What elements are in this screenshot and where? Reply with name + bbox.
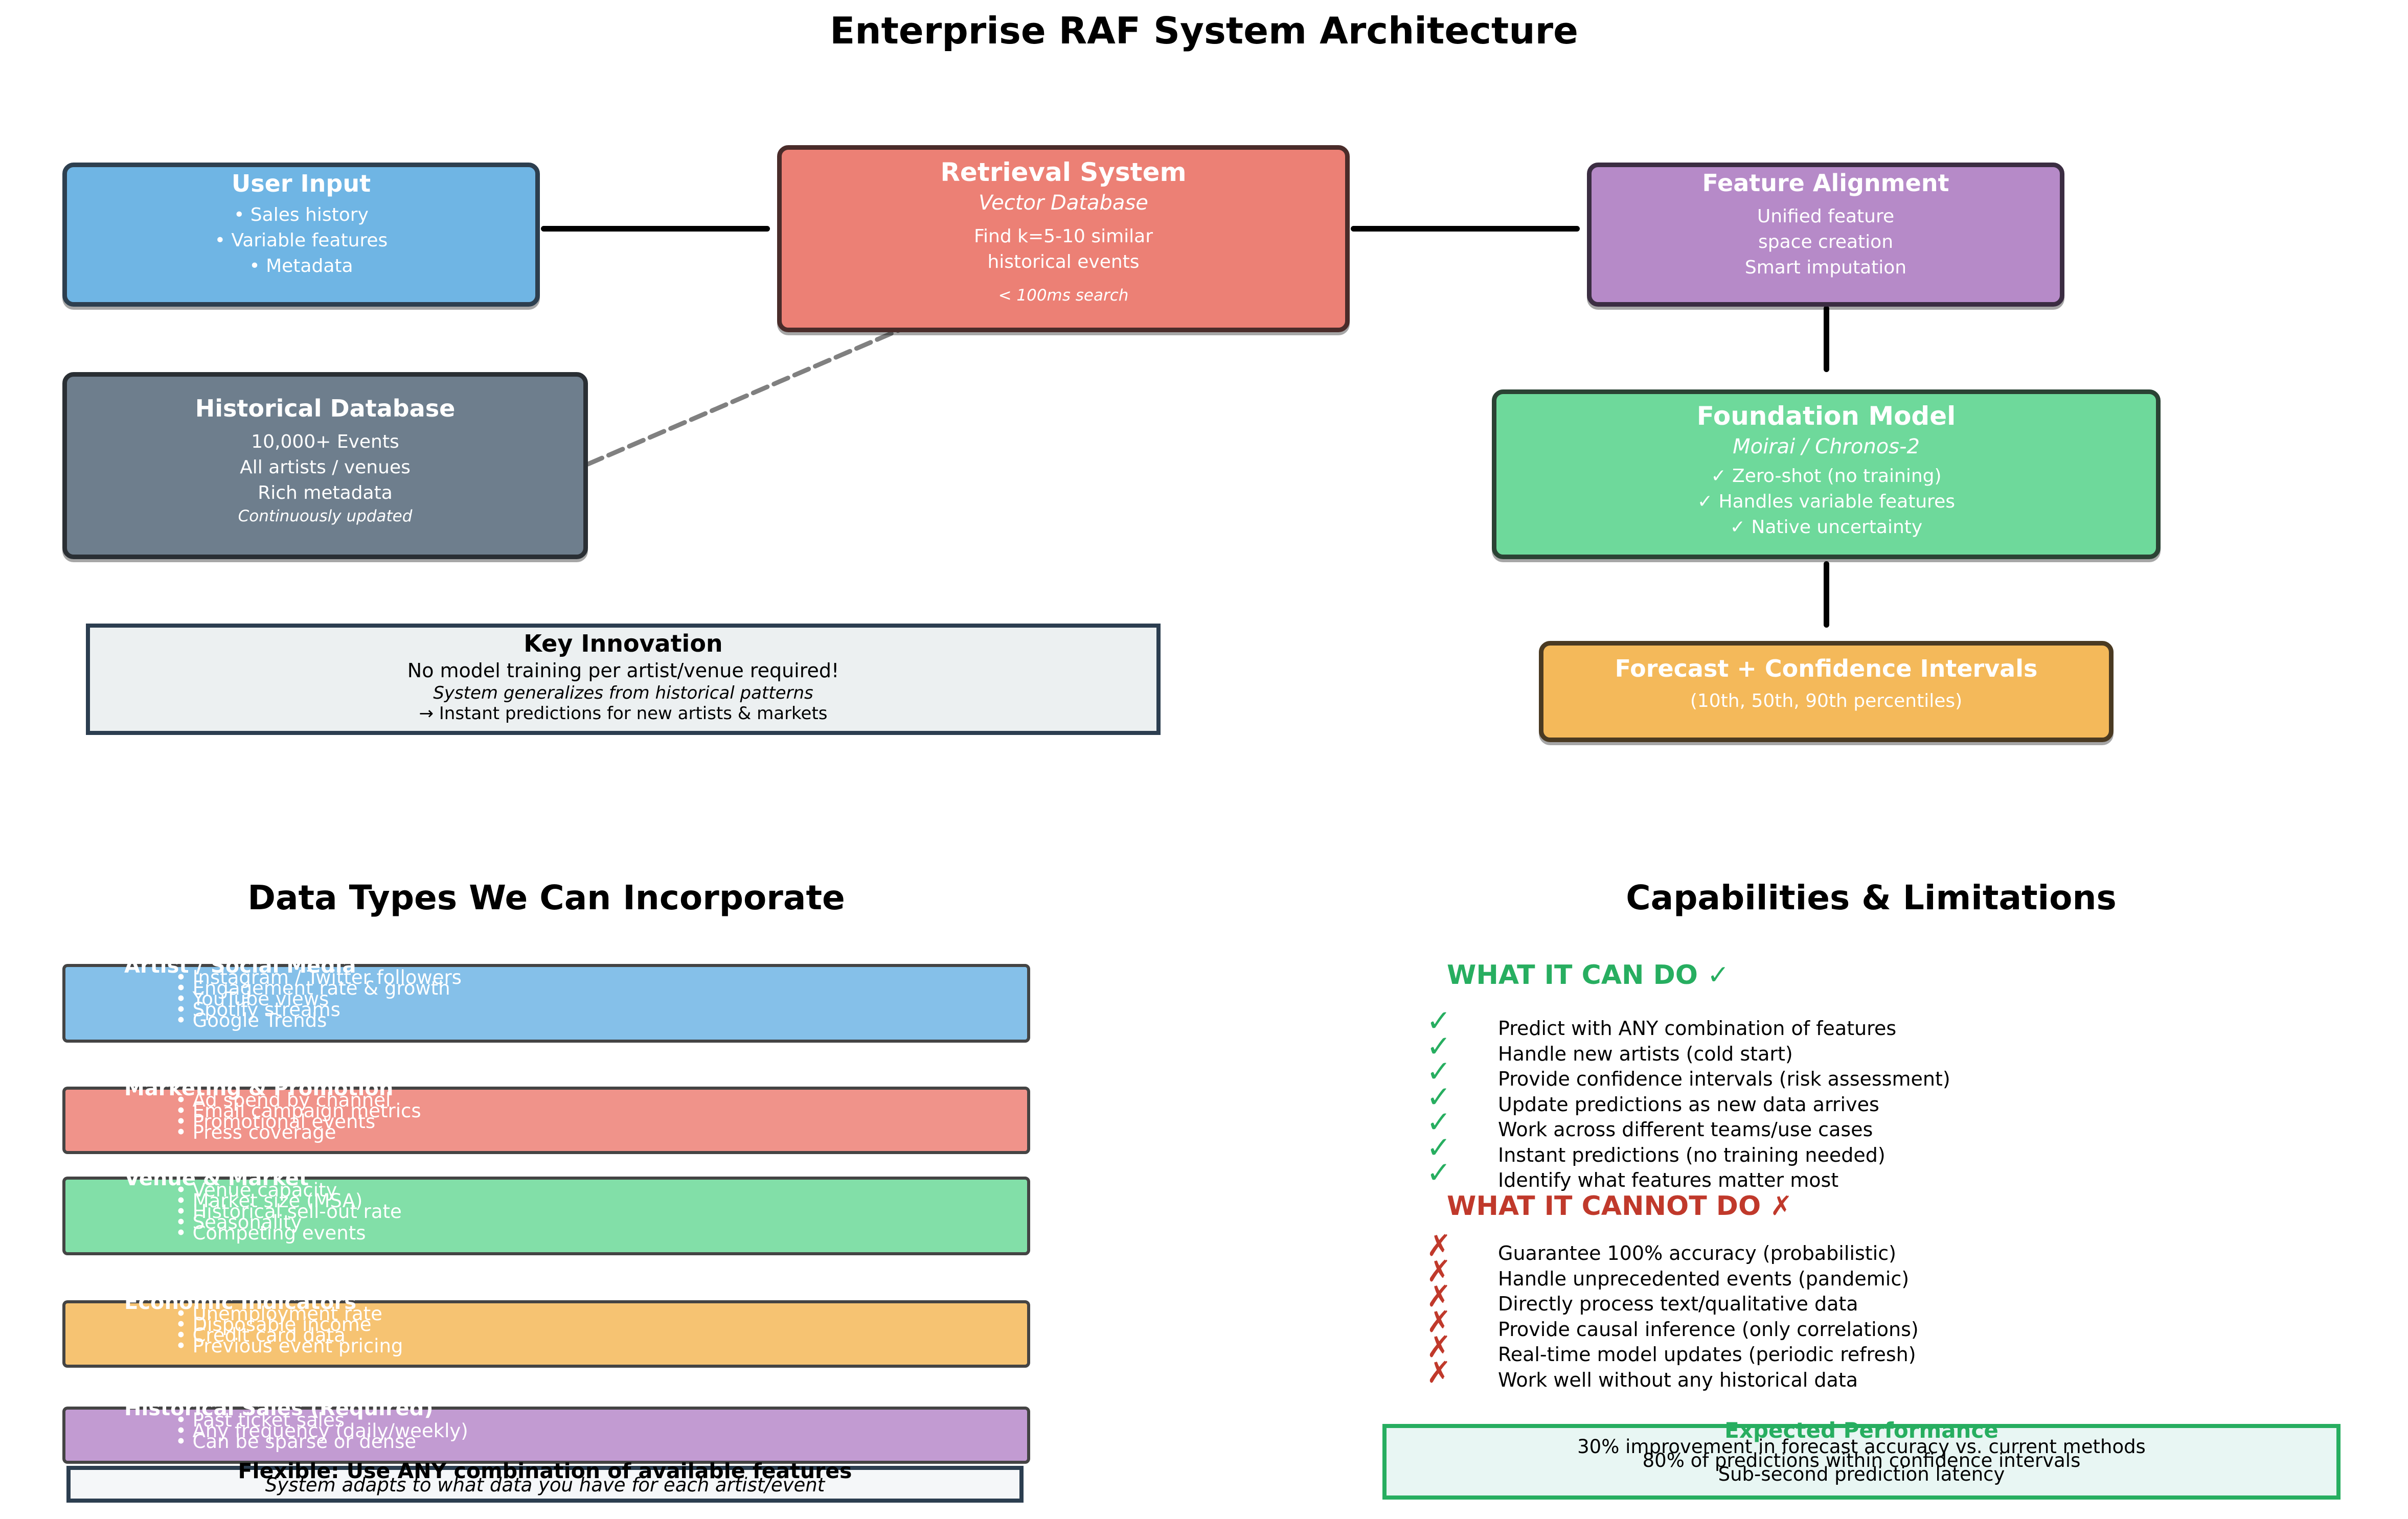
historical-database-line: Rich metadata (258, 482, 393, 503)
cross-icon: ✗ (1426, 1279, 1451, 1314)
cannot-do-text: Handle unprecedented events (pandemic) (1498, 1267, 1910, 1290)
retrieval-system-title: Retrieval System (940, 157, 1187, 187)
data-type-group-title: Historical Sales (Required) (124, 1397, 434, 1420)
connector-alignment-to-model (1824, 306, 1829, 372)
performance-line: 30% improvement in forecast accuracy vs.… (1577, 1436, 2146, 1458)
connector-model-to-forecast (1824, 561, 1829, 628)
data-type-group: Artist / Social Media • Instagram / Twit… (62, 956, 1030, 1043)
can-do-text: Handle new artists (cold start) (1498, 1042, 1793, 1065)
check-icon: ✓ (1426, 1155, 1451, 1190)
historical-database-note: Continuously updated (238, 507, 413, 525)
historical-database-title: Historical Database (195, 395, 456, 422)
cannot-do-text: Work well without any historical data (1498, 1368, 1858, 1391)
foundation-model-line: ✓ Zero-shot (no training) (1711, 466, 1942, 487)
retrieval-system-box: Retrieval System Vector Database Find k=… (777, 145, 1350, 332)
feature-alignment-line: space creation (1758, 232, 1894, 252)
data-types-heading: Data Types We Can Incorporate (247, 878, 845, 917)
can-do-text: Predict with ANY combination of features (1498, 1017, 1897, 1040)
cannot-do-text: Directly process text/qualitative data (1498, 1293, 1858, 1315)
foundation-model-subtitle: Moirai / Chronos-2 (1733, 435, 1920, 458)
cross-icon: ✗ (1426, 1304, 1451, 1339)
data-type-item: • Can be sparse or dense (175, 1431, 417, 1453)
feature-alignment-box: Feature Alignment Unified feature space … (1587, 163, 2064, 307)
check-icon: ✓ (1426, 1079, 1451, 1114)
check-icon: ✓ (1426, 1028, 1451, 1064)
retrieval-system-subtitle: Vector Database (979, 191, 1148, 215)
flexible-box (66, 1466, 1024, 1503)
user-input-line: • Metadata (249, 256, 353, 277)
performance-line: 80% of predictions within confidence int… (1642, 1449, 2081, 1471)
connector-retrieval-to-alignment (1351, 226, 1580, 232)
flexible-subtitle: System adapts to what data you have for … (265, 1474, 825, 1496)
data-type-item: • Competing events (175, 1222, 366, 1244)
cross-icon: ✗ (1426, 1228, 1451, 1263)
can-do-heading: WHAT IT CAN DO ✓ (1447, 960, 1730, 991)
cannot-do-heading: WHAT IT CANNOT DO ✗ (1447, 1191, 1792, 1222)
data-type-group: Historical Sales (Required) • Past ticke… (62, 1398, 1030, 1464)
data-type-group-title: Economic Indicators (124, 1291, 357, 1314)
data-type-group-title: Marketing & Promotion (124, 1077, 394, 1100)
data-type-group: Marketing & Promotion • Ad spend by chan… (62, 1078, 1030, 1154)
feature-alignment-line: Unified feature (1757, 206, 1895, 227)
user-input-box: User Input • Sales history • Variable fe… (62, 163, 540, 307)
historical-database-box: Historical Database 10,000+ Events All a… (62, 372, 588, 559)
performance-line: Sub-second prediction latency (1718, 1463, 2005, 1485)
forecast-subtitle: (10th, 50th, 90th percentiles) (1690, 691, 1963, 711)
performance-box (1382, 1424, 2341, 1500)
cross-icon: ✗ (1426, 1253, 1451, 1288)
data-type-group-title: Artist / Social Media (124, 954, 356, 978)
data-type-item: • Press coverage (175, 1121, 336, 1143)
retrieval-system-line: historical events (987, 251, 1140, 272)
foundation-model-title: Foundation Model (1696, 401, 1956, 431)
check-icon: ✓ (1426, 1104, 1451, 1139)
key-innovation-line: No model training per artist/venue requi… (407, 659, 839, 682)
user-input-line: • Sales history (234, 204, 369, 225)
feature-alignment-line: Smart imputation (1744, 257, 1907, 278)
check-icon: ✓ (1426, 1003, 1451, 1038)
data-type-group: Economic Indicators • Unemployment rate … (62, 1292, 1030, 1368)
retrieval-system-line: Find k=5-10 similar (973, 226, 1153, 247)
cross-icon: ✗ (1426, 1354, 1451, 1390)
can-do-text: Update predictions as new data arrives (1498, 1093, 1879, 1116)
retrieval-system-note: < 100ms search (998, 286, 1129, 305)
can-do-text: Work across different teams/use cases (1498, 1118, 1873, 1141)
user-input-title: User Input (231, 170, 371, 197)
performance-title: Expected Performance (1724, 1418, 1998, 1443)
data-type-group-title: Venue & Market (124, 1167, 309, 1190)
user-input-line: • Variable features (214, 230, 388, 251)
cannot-do-text: Provide causal inference (only correlati… (1498, 1318, 1919, 1341)
data-type-item: • Google Trends (175, 1009, 327, 1031)
key-innovation-box: Key Innovation No model training per art… (86, 624, 1161, 735)
check-icon: ✓ (1426, 1054, 1451, 1089)
can-do-text: Instant predictions (no training needed) (1498, 1143, 1885, 1166)
can-do-text: Provide confidence intervals (risk asses… (1498, 1068, 1950, 1090)
foundation-model-line: ✓ Native uncertainty (1730, 517, 1923, 538)
key-innovation-title: Key Innovation (524, 630, 723, 657)
foundation-model-line: ✓ Handles variable features (1697, 491, 1956, 512)
connector-user-to-retrieval (541, 226, 770, 232)
flexible-title: Flexible: Use ANY combination of availab… (238, 1459, 852, 1483)
forecast-title: Forecast + Confidence Intervals (1615, 655, 2038, 682)
capabilities-heading: Capabilities & Limitations (1626, 878, 2117, 917)
check-icon: ✓ (1426, 1130, 1451, 1165)
page-title: Enterprise RAF System Architecture (830, 9, 1578, 52)
historical-database-line: 10,000+ Events (251, 431, 399, 452)
feature-alignment-title: Feature Alignment (1702, 169, 1949, 197)
key-innovation-line: System generalizes from historical patte… (433, 683, 813, 703)
can-do-text: Identify what features matter most (1498, 1169, 1839, 1191)
forecast-box: Forecast + Confidence Intervals (10th, 5… (1539, 641, 2114, 742)
cannot-do-text: Guarantee 100% accuracy (probabilistic) (1498, 1242, 1896, 1264)
data-type-item: • Previous event pricing (175, 1335, 403, 1357)
data-type-group: Venue & Market • Venue capacity • Market… (62, 1168, 1030, 1255)
historical-database-line: All artists / venues (240, 457, 411, 478)
connector-database-to-retrieval (585, 318, 923, 467)
cannot-do-text: Real-time model updates (periodic refres… (1498, 1343, 1916, 1366)
cross-icon: ✗ (1426, 1329, 1451, 1364)
key-innovation-line: → Instant predictions for new artists & … (419, 703, 828, 724)
foundation-model-box: Foundation Model Moirai / Chronos-2 ✓ Ze… (1492, 389, 2161, 559)
